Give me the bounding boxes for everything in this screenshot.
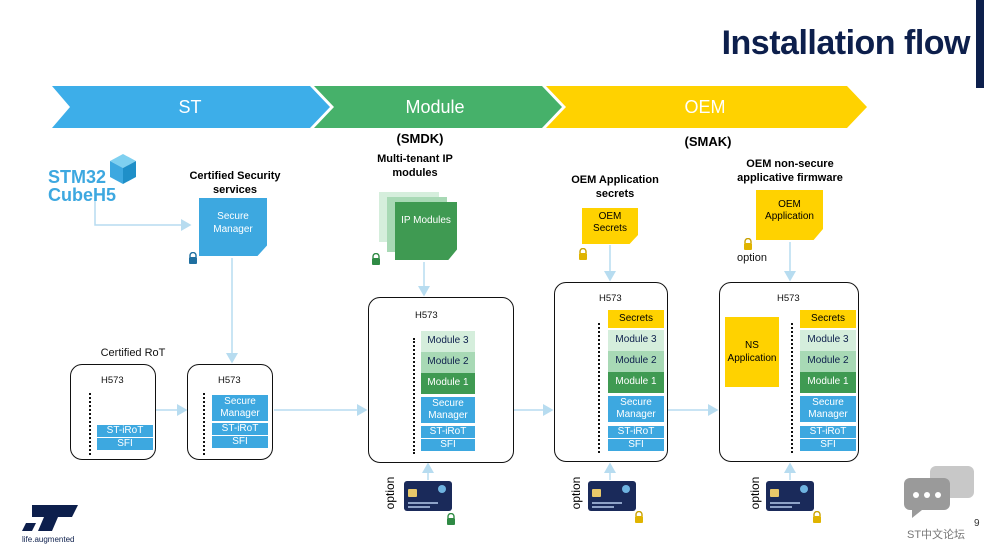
- board-certified-rot: H573 ST-iRoT SFI: [70, 364, 156, 460]
- lock-option-label: option: [737, 252, 767, 264]
- lock-icon: [743, 237, 753, 255]
- lock-icon: [634, 510, 644, 528]
- cell-sfi: SFI: [608, 439, 664, 451]
- page-title: Installation flow: [721, 24, 971, 62]
- certified-rot-label: Certified RoT: [100, 347, 166, 359]
- lock-icon: [812, 510, 822, 528]
- module-3: Module 3: [608, 330, 664, 351]
- ip-modules-doc: IP Modules: [395, 202, 457, 260]
- ns-application-label: NS Application: [727, 340, 777, 364]
- st-heading: Certified Security services: [189, 170, 281, 196]
- cell-sfi: SFI: [212, 436, 268, 448]
- cell-secrets: Secrets: [608, 310, 664, 328]
- phase-label-oem: OEM: [684, 97, 726, 117]
- phase-label-st: ST: [178, 97, 202, 117]
- memory-divider: [791, 323, 793, 453]
- chip-name: H573: [777, 293, 800, 304]
- module-1: Module 1: [608, 372, 664, 393]
- smartcard-icon: [588, 481, 636, 511]
- forum-chat-icon: [904, 466, 974, 518]
- module-3: Module 3: [421, 331, 475, 352]
- cell-sfi: SFI: [421, 439, 475, 451]
- memory-divider: [598, 323, 600, 453]
- cell-st-irot: ST-iRoT: [800, 426, 856, 438]
- cell-st-irot: ST-iRoT: [212, 423, 268, 435]
- board-oem-secrets: H573 Secrets Module 3 Module 2 Module 1 …: [554, 282, 668, 462]
- ip-modules-doc-label: IP Modules: [401, 215, 451, 226]
- cell-sfi: SFI: [800, 439, 856, 451]
- oem-secrets-heading: OEM Application secrets: [571, 174, 659, 200]
- chip-name: H573: [101, 375, 124, 386]
- module-2: Module 2: [608, 351, 664, 372]
- memory-divider: [413, 338, 415, 454]
- cell-secure-manager: Secure Manager: [608, 396, 664, 422]
- cell-st-irot: ST-iRoT: [608, 426, 664, 438]
- cell-secure-manager: Secure Manager: [421, 397, 475, 423]
- phase-arrow-st: [52, 86, 330, 128]
- oem-application-doc-label: OEM Application: [765, 199, 814, 222]
- chip-name: H573: [218, 375, 241, 386]
- board-oem-application: H573 NS Application Secrets Module 3 Mod…: [719, 282, 859, 462]
- lock-icon: [188, 251, 198, 269]
- phase-arrow-oem: [546, 86, 867, 128]
- st-logo-icon: [22, 505, 78, 531]
- chip-name: H573: [599, 293, 622, 304]
- stm32-cubeh5-logo: STM32 CubeH5: [48, 168, 138, 204]
- module-1: Module 1: [421, 373, 475, 394]
- cell-secrets: Secrets: [800, 310, 856, 328]
- page-number: 9: [974, 518, 980, 529]
- option-label-oem1: option: [569, 476, 583, 510]
- module-2: Module 2: [421, 352, 475, 373]
- chip-name: H573: [415, 310, 438, 321]
- oem-app-heading: OEM non-secure applicative firmware: [737, 158, 843, 184]
- tagline: life.augmented: [22, 535, 75, 544]
- module-3: Module 3: [800, 330, 856, 351]
- lock-icon: [371, 252, 381, 270]
- cell-sfi: SFI: [97, 438, 153, 450]
- phase-label-module: Module: [405, 97, 465, 117]
- cell-st-irot: ST-iRoT: [97, 425, 153, 437]
- oem-secrets-doc: OEM Secrets: [582, 208, 638, 244]
- logo-line-2: CubeH5: [48, 185, 117, 205]
- board-module: H573 Module 3 Module 2 Module 1 Secure M…: [368, 297, 514, 463]
- memory-divider: [89, 393, 91, 455]
- module-2: Module 2: [800, 351, 856, 372]
- smartcard-icon: [404, 481, 452, 511]
- memory-divider: [203, 393, 205, 455]
- forum-label[interactable]: ST中文论坛: [907, 529, 966, 541]
- phase-band: [52, 86, 867, 128]
- phase-arrow-module: [314, 86, 562, 128]
- smartcard-icon: [766, 481, 814, 511]
- option-label-module: option: [383, 476, 397, 510]
- logo-line-1: STM32: [48, 167, 107, 187]
- lock-icon: [446, 512, 456, 530]
- module-1: Module 1: [800, 372, 856, 393]
- oem-secrets-doc-label: OEM Secrets: [593, 211, 627, 234]
- board-secure-manager: H573 Secure Manager ST-iRoT SFI: [187, 364, 273, 460]
- cube-icon: [110, 154, 136, 184]
- title-accent-bar: [976, 0, 984, 88]
- cell-secure-manager: Secure Manager: [212, 395, 268, 421]
- option-label-oem2: option: [748, 476, 762, 510]
- lock-icon: [578, 247, 588, 265]
- secure-manager-doc: Secure Manager: [199, 198, 267, 256]
- oem-application-doc: OEM Application: [756, 190, 823, 240]
- secure-manager-doc-label: Secure Manager: [213, 211, 253, 235]
- cell-secure-manager: Secure Manager: [800, 396, 856, 422]
- module-tool-label: (SMDK): [396, 131, 444, 146]
- module-heading: Multi-tenant IP modules: [377, 153, 453, 179]
- cell-st-irot: ST-iRoT: [421, 426, 475, 438]
- ns-application-cell: NS Application: [725, 317, 779, 387]
- oem-tool-label: (SMAK): [684, 134, 732, 149]
